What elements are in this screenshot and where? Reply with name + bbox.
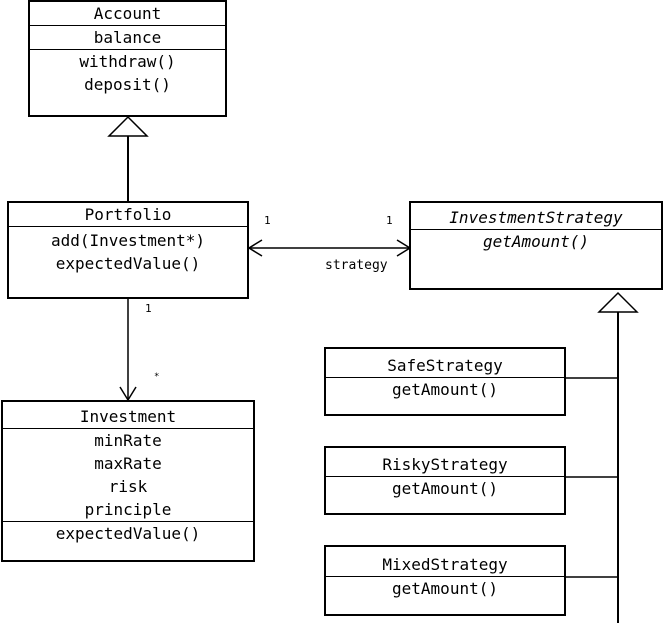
- multiplicity-portfolio-investment: 1: [145, 302, 152, 315]
- class-investment-methods: expectedValue(): [3, 521, 253, 545]
- method: getAmount(): [483, 232, 589, 251]
- method: expectedValue(): [55, 524, 201, 543]
- association-arrowhead-portfolio: [247, 239, 263, 257]
- method: add(Investment*): [50, 231, 206, 250]
- attribute: maxRate: [94, 454, 162, 473]
- class-account: Account balance withdraw() deposit(): [28, 0, 227, 117]
- class-name: Account: [93, 4, 162, 23]
- class-name: RiskyStrategy: [382, 455, 508, 474]
- class-mixed-strategy: MixedStrategy getAmount(): [324, 545, 566, 616]
- multiplicity-strategy-portfolio: 1: [386, 214, 393, 227]
- class-portfolio-name: Portfolio: [9, 203, 247, 226]
- class-portfolio: Portfolio add(Investment*) expectedValue…: [7, 201, 249, 299]
- class-portfolio-methods: add(Investment*) expectedValue(): [9, 226, 247, 275]
- multiplicity-portfolio-strategy: 1: [264, 214, 271, 227]
- attribute: principle: [84, 500, 172, 519]
- method: withdraw(): [79, 52, 176, 71]
- method: getAmount(): [392, 479, 498, 498]
- class-name: SafeStrategy: [387, 356, 503, 375]
- multiplicity-investment: *: [154, 372, 160, 382]
- class-account-name: Account: [30, 2, 225, 25]
- generalization-arrowhead-account: [107, 115, 149, 137]
- class-safe-strategy-methods: getAmount(): [326, 377, 564, 401]
- class-risky-strategy-methods: getAmount(): [326, 476, 564, 500]
- class-investment-attributes: minRate maxRate risk principle: [3, 428, 253, 521]
- method: getAmount(): [392, 380, 498, 399]
- class-investment-strategy: InvestmentStrategy getAmount(): [409, 201, 663, 290]
- class-risky-strategy: RiskyStrategy getAmount(): [324, 446, 566, 515]
- method: expectedValue(): [55, 254, 201, 273]
- attribute: risk: [108, 477, 148, 496]
- class-investment-name: Investment: [3, 402, 253, 428]
- class-account-attributes: balance: [30, 25, 225, 49]
- class-safe-strategy-name: SafeStrategy: [326, 349, 564, 377]
- generalization-arrowhead-strategy: [597, 291, 639, 313]
- class-name: InvestmentStrategy: [449, 208, 623, 227]
- role-strategy: strategy: [325, 258, 388, 273]
- class-investment-strategy-name: InvestmentStrategy: [411, 203, 661, 229]
- attribute: balance: [93, 28, 162, 47]
- method: deposit(): [84, 75, 171, 94]
- method: getAmount(): [392, 579, 498, 598]
- class-mixed-strategy-methods: getAmount(): [326, 576, 564, 600]
- class-investment-strategy-methods: getAmount(): [411, 229, 661, 253]
- class-account-methods: withdraw() deposit(): [30, 49, 225, 96]
- class-investment: Investment minRate maxRate risk principl…: [1, 400, 255, 562]
- class-safe-strategy: SafeStrategy getAmount(): [324, 347, 566, 416]
- attribute: minRate: [94, 431, 162, 450]
- class-risky-strategy-name: RiskyStrategy: [326, 448, 564, 476]
- class-name: Portfolio: [84, 205, 172, 224]
- class-name: Investment: [79, 407, 177, 426]
- class-name: MixedStrategy: [382, 555, 508, 574]
- class-mixed-strategy-name: MixedStrategy: [326, 547, 564, 576]
